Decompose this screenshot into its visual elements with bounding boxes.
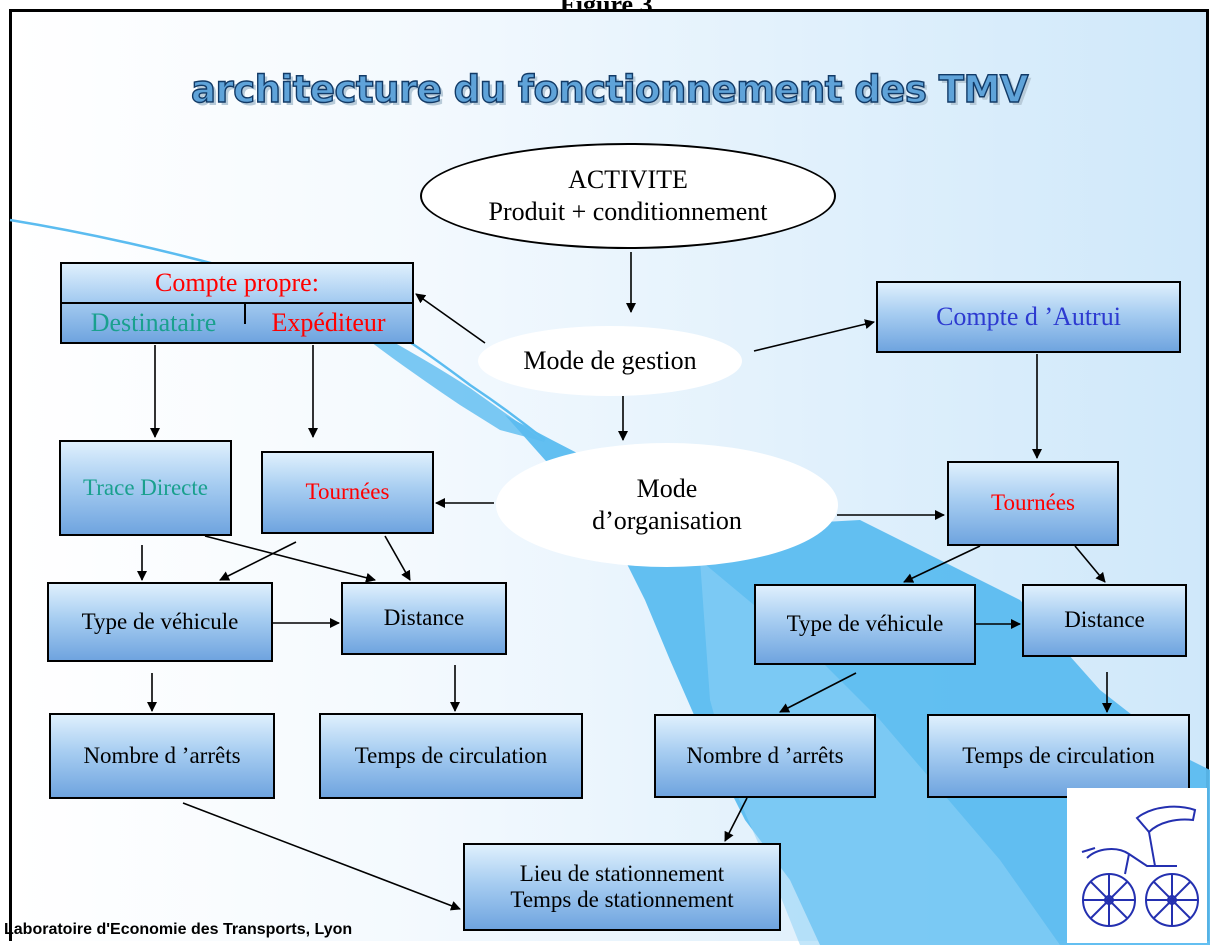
stationnement-box: Lieu de stationnement Temps de stationne… [463, 843, 781, 931]
mode-organisation-sublabel: d’organisation [592, 506, 742, 535]
tournees-left-label: Tournées [305, 479, 390, 505]
mode-gestion-ellipse: Mode de gestion [478, 326, 742, 396]
arrow-tournees-to-type [219, 541, 297, 581]
carriage-icon [1081, 805, 1199, 927]
logo [1067, 788, 1207, 943]
arrow-type-right-to-arrets [779, 672, 857, 713]
trace-directe-box: Trace Directe [59, 440, 232, 536]
type-vehicule-right-label: Type de véhicule [786, 611, 944, 637]
type-vehicule-right-box: Type de véhicule [754, 584, 976, 665]
compte-propre-header: Compte propre: [62, 264, 412, 304]
distance-left-label: Distance [383, 605, 465, 631]
arrow-arrets-right-to-stationnement [724, 797, 748, 842]
activite-label: ACTIVITE [568, 164, 688, 194]
compte-autrui-box: Compte d ’Autrui [876, 281, 1181, 353]
mode-organisation-label: Mode [636, 473, 698, 503]
arrow-trace-to-distance [204, 535, 376, 583]
trace-directe-label: Trace Directe [83, 474, 208, 500]
type-vehicule-left-label: Type de véhicule [81, 608, 239, 634]
diagram-title: architecture du fonctionnement des TMV [190, 67, 1029, 111]
temps-stationnement-label: Temps de stationnement [510, 887, 734, 912]
expediteur-label: Expéditeur [271, 308, 386, 337]
nombre-arrets-right-box: Nombre d ’arrêts [654, 714, 876, 798]
arrow-gestion-to-compte-propre [415, 293, 486, 344]
mode-organisation-ellipse: Mode d’organisation [496, 443, 838, 567]
nombre-arrets-left-box: Nombre d ’arrêts [49, 713, 275, 799]
compte-propre-divider [244, 304, 246, 324]
temps-circulation-left-label: Temps de circulation [354, 742, 548, 768]
tournees-right-box: Tournées [947, 461, 1119, 546]
distance-left-box: Distance [341, 582, 507, 655]
temps-circulation-right-label: Temps de circulation [962, 742, 1155, 768]
arrow-tournees-right-to-distance [1074, 545, 1106, 583]
type-vehicule-left-box: Type de véhicule [47, 582, 273, 662]
temps-circulation-right-box: Temps de circulation [927, 714, 1190, 798]
arrow-tournees-right-to-type [903, 545, 981, 583]
activite-sublabel: Produit + conditionnement [488, 197, 768, 226]
distance-right-label: Distance [1064, 607, 1145, 633]
distance-right-box: Distance [1022, 584, 1187, 657]
tournees-right-label: Tournées [991, 490, 1075, 516]
tournees-left-box: Tournées [261, 451, 434, 534]
destinataire-label: Destinataire [90, 308, 217, 337]
arrow-tournees-to-distance [384, 535, 411, 581]
temps-circulation-left-box: Temps de circulation [319, 713, 583, 799]
activite-ellipse: ACTIVITE Produit + conditionnement [420, 143, 836, 249]
footer-credit: Laboratoire d'Economie des Transports, L… [4, 921, 353, 938]
compte-propre-box: Compte propre: Destinataire Expéditeur [60, 262, 414, 344]
arrow-arrets-left-to-stationnement [182, 802, 461, 911]
lieu-stationnement-label: Lieu de stationnement [519, 860, 725, 886]
background-wave-fill [340, 312, 545, 442]
mode-gestion-label: Mode de gestion [523, 345, 697, 375]
arrow-gestion-to-compte-autrui [753, 319, 875, 352]
nombre-arrets-right-label: Nombre d ’arrêts [686, 742, 844, 768]
nombre-arrets-left-label: Nombre d ’arrêts [83, 742, 241, 768]
compte-autrui-label: Compte d ’Autrui [936, 302, 1121, 332]
